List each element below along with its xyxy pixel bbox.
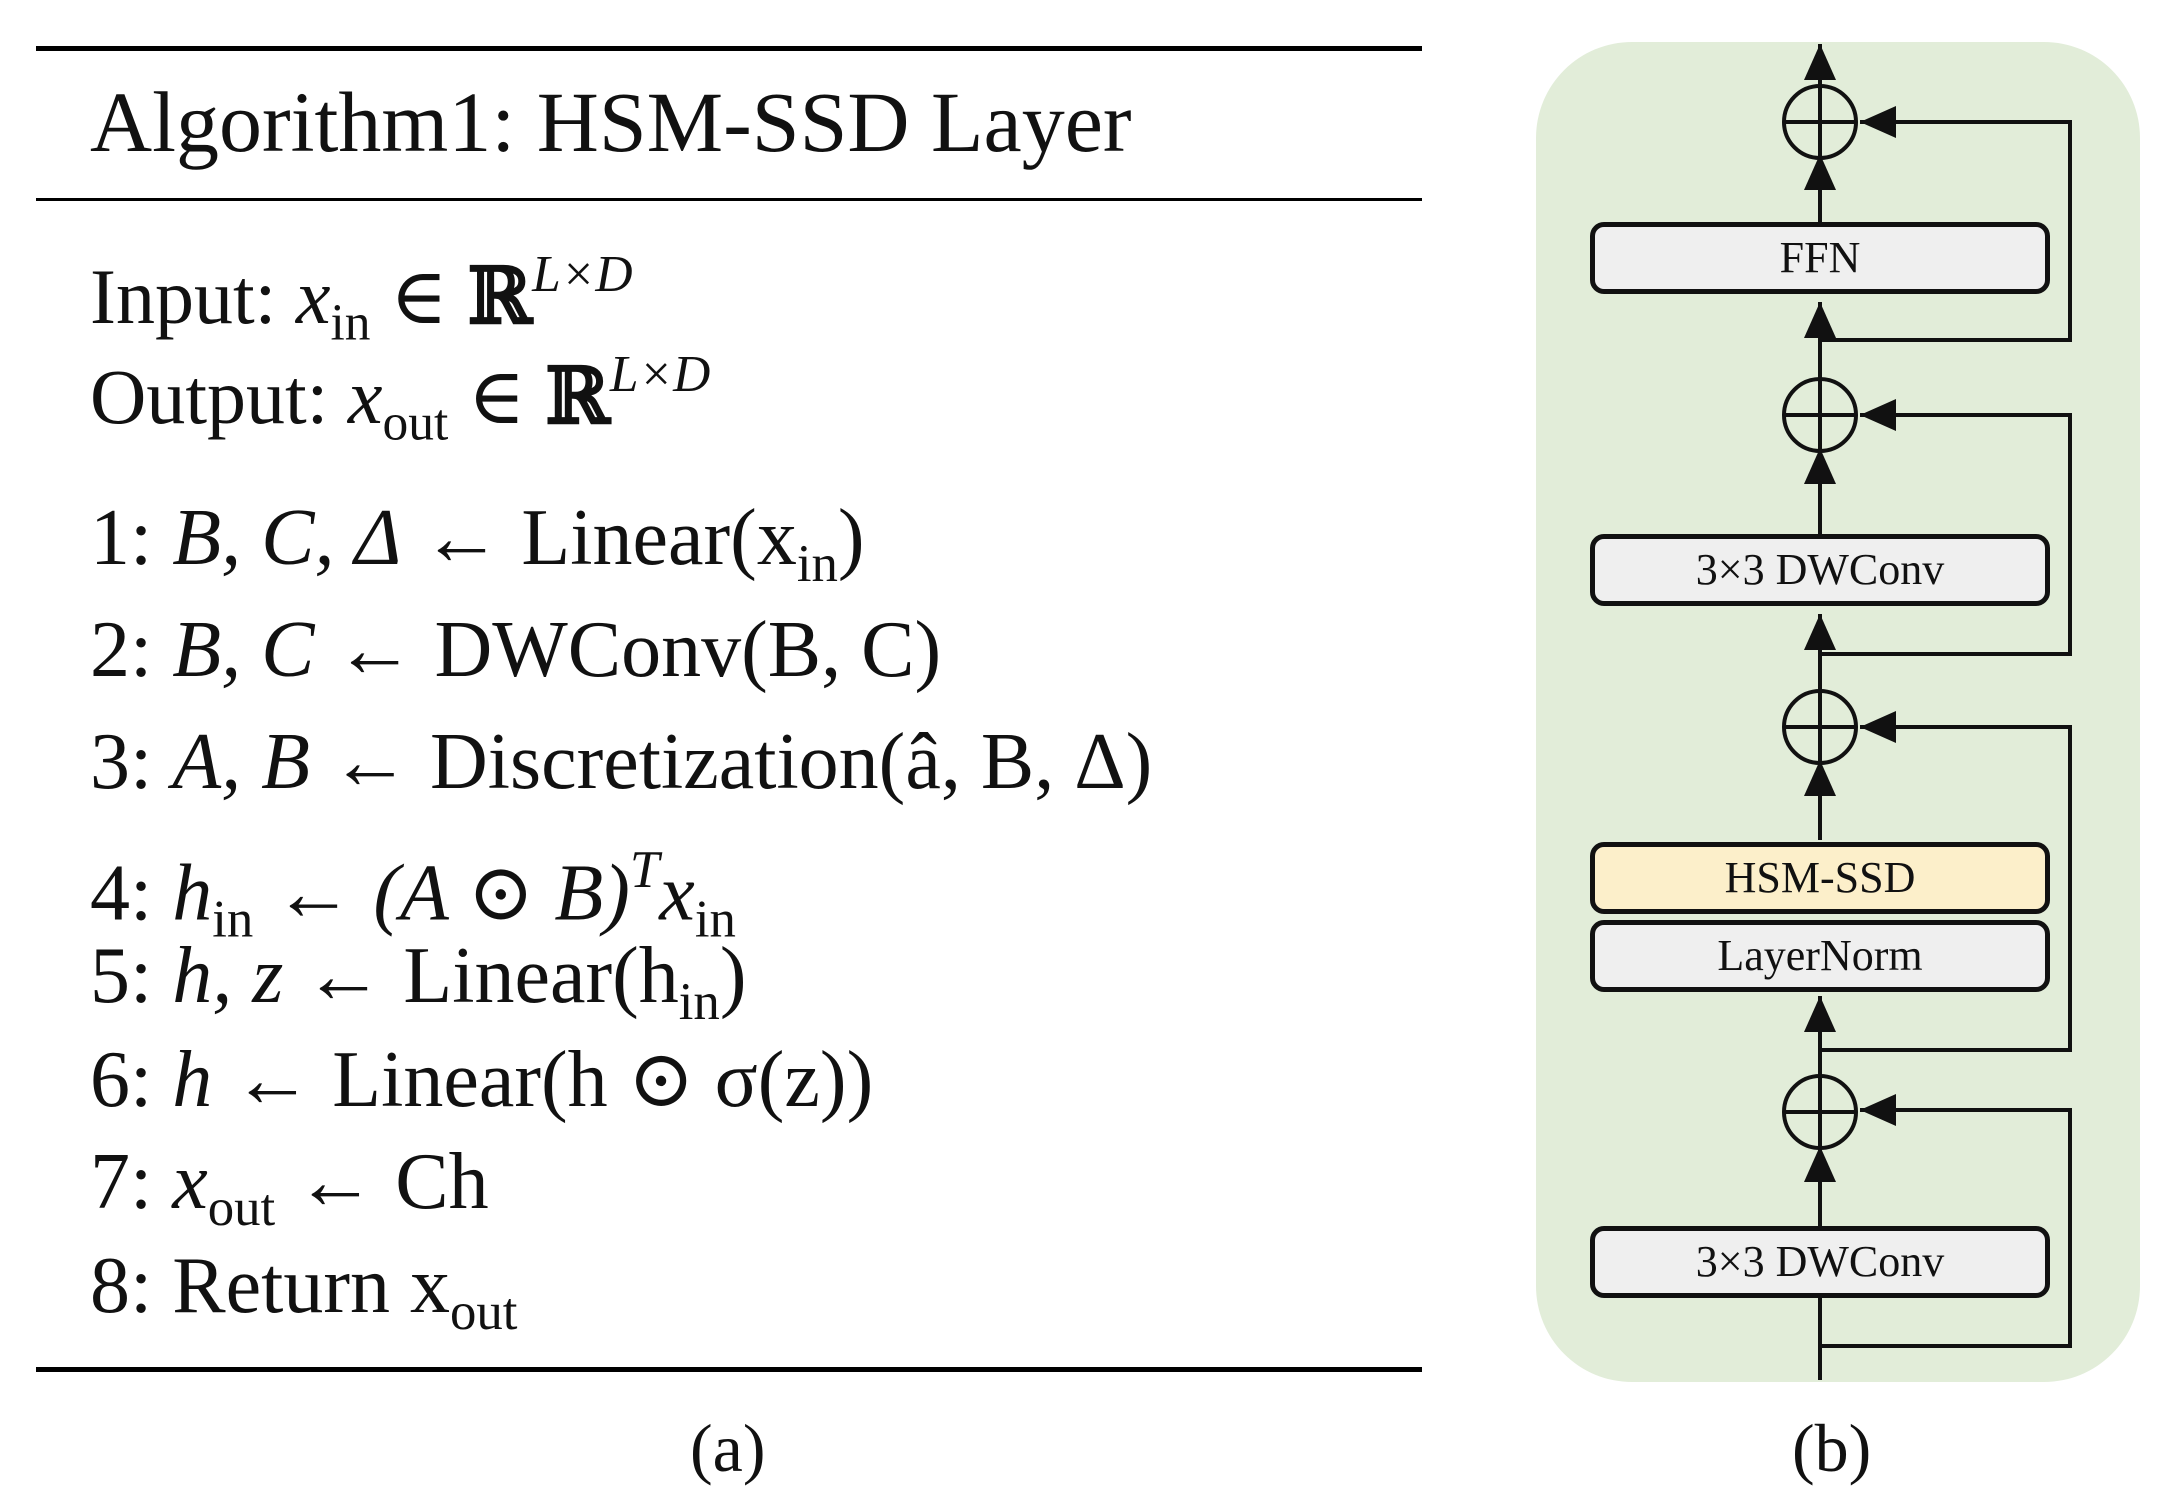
output-line: Output: xout ∈ ℝL×D: [90, 346, 711, 452]
dwconv-block-bottom: 3×3 DWConv: [1590, 1226, 2050, 1298]
step-7: 7: xout ← Ch: [90, 1138, 489, 1237]
algorithm-title: Algorithm1: HSM-SSD Layer: [90, 74, 1132, 170]
hsm-ssd-block: HSM-SSD: [1590, 842, 2050, 914]
title-rule: [36, 198, 1422, 201]
add-node-1: [1782, 1074, 1858, 1150]
step-4: 4: hin ← (A ⊙ B)Txin: [90, 841, 736, 949]
output-label: Output:: [90, 352, 329, 440]
add-node-2: [1782, 689, 1858, 765]
bottom-rule: [36, 1367, 1422, 1372]
top-rule: [36, 46, 1422, 51]
layernorm-block: LayerNorm: [1590, 920, 2050, 992]
step-2: 2: B, C ← DWConv(B, C): [90, 606, 942, 694]
input-label: Input:: [90, 252, 277, 340]
add-node-4: [1782, 84, 1858, 160]
step-6: 6: h ← Linear(h ⊙ σ(z)): [90, 1036, 874, 1124]
add-node-3: [1782, 377, 1858, 453]
skip-connection-2: [1820, 711, 2072, 1052]
dwconv-block-top: 3×3 DWConv: [1590, 534, 2050, 606]
skip-connection-3: [1820, 399, 2072, 656]
step-1: 1: B, C, Δ ← Linear(xin): [90, 494, 865, 593]
caption-b: (b): [1792, 1410, 1872, 1486]
skip-connection-4: [1820, 106, 2072, 342]
skip-connection-1: [1820, 1094, 2072, 1348]
step-8: 8: Return xout: [90, 1242, 518, 1341]
input-line: Input: xin ∈ ℝL×D: [90, 246, 633, 352]
caption-a: (a): [690, 1410, 766, 1486]
step-5: 5: h, z ← Linear(hin): [90, 932, 747, 1031]
ffn-block: FFN: [1590, 222, 2050, 294]
step-3: 3: A, B ← Discretization(â, B, Δ): [90, 718, 1153, 806]
